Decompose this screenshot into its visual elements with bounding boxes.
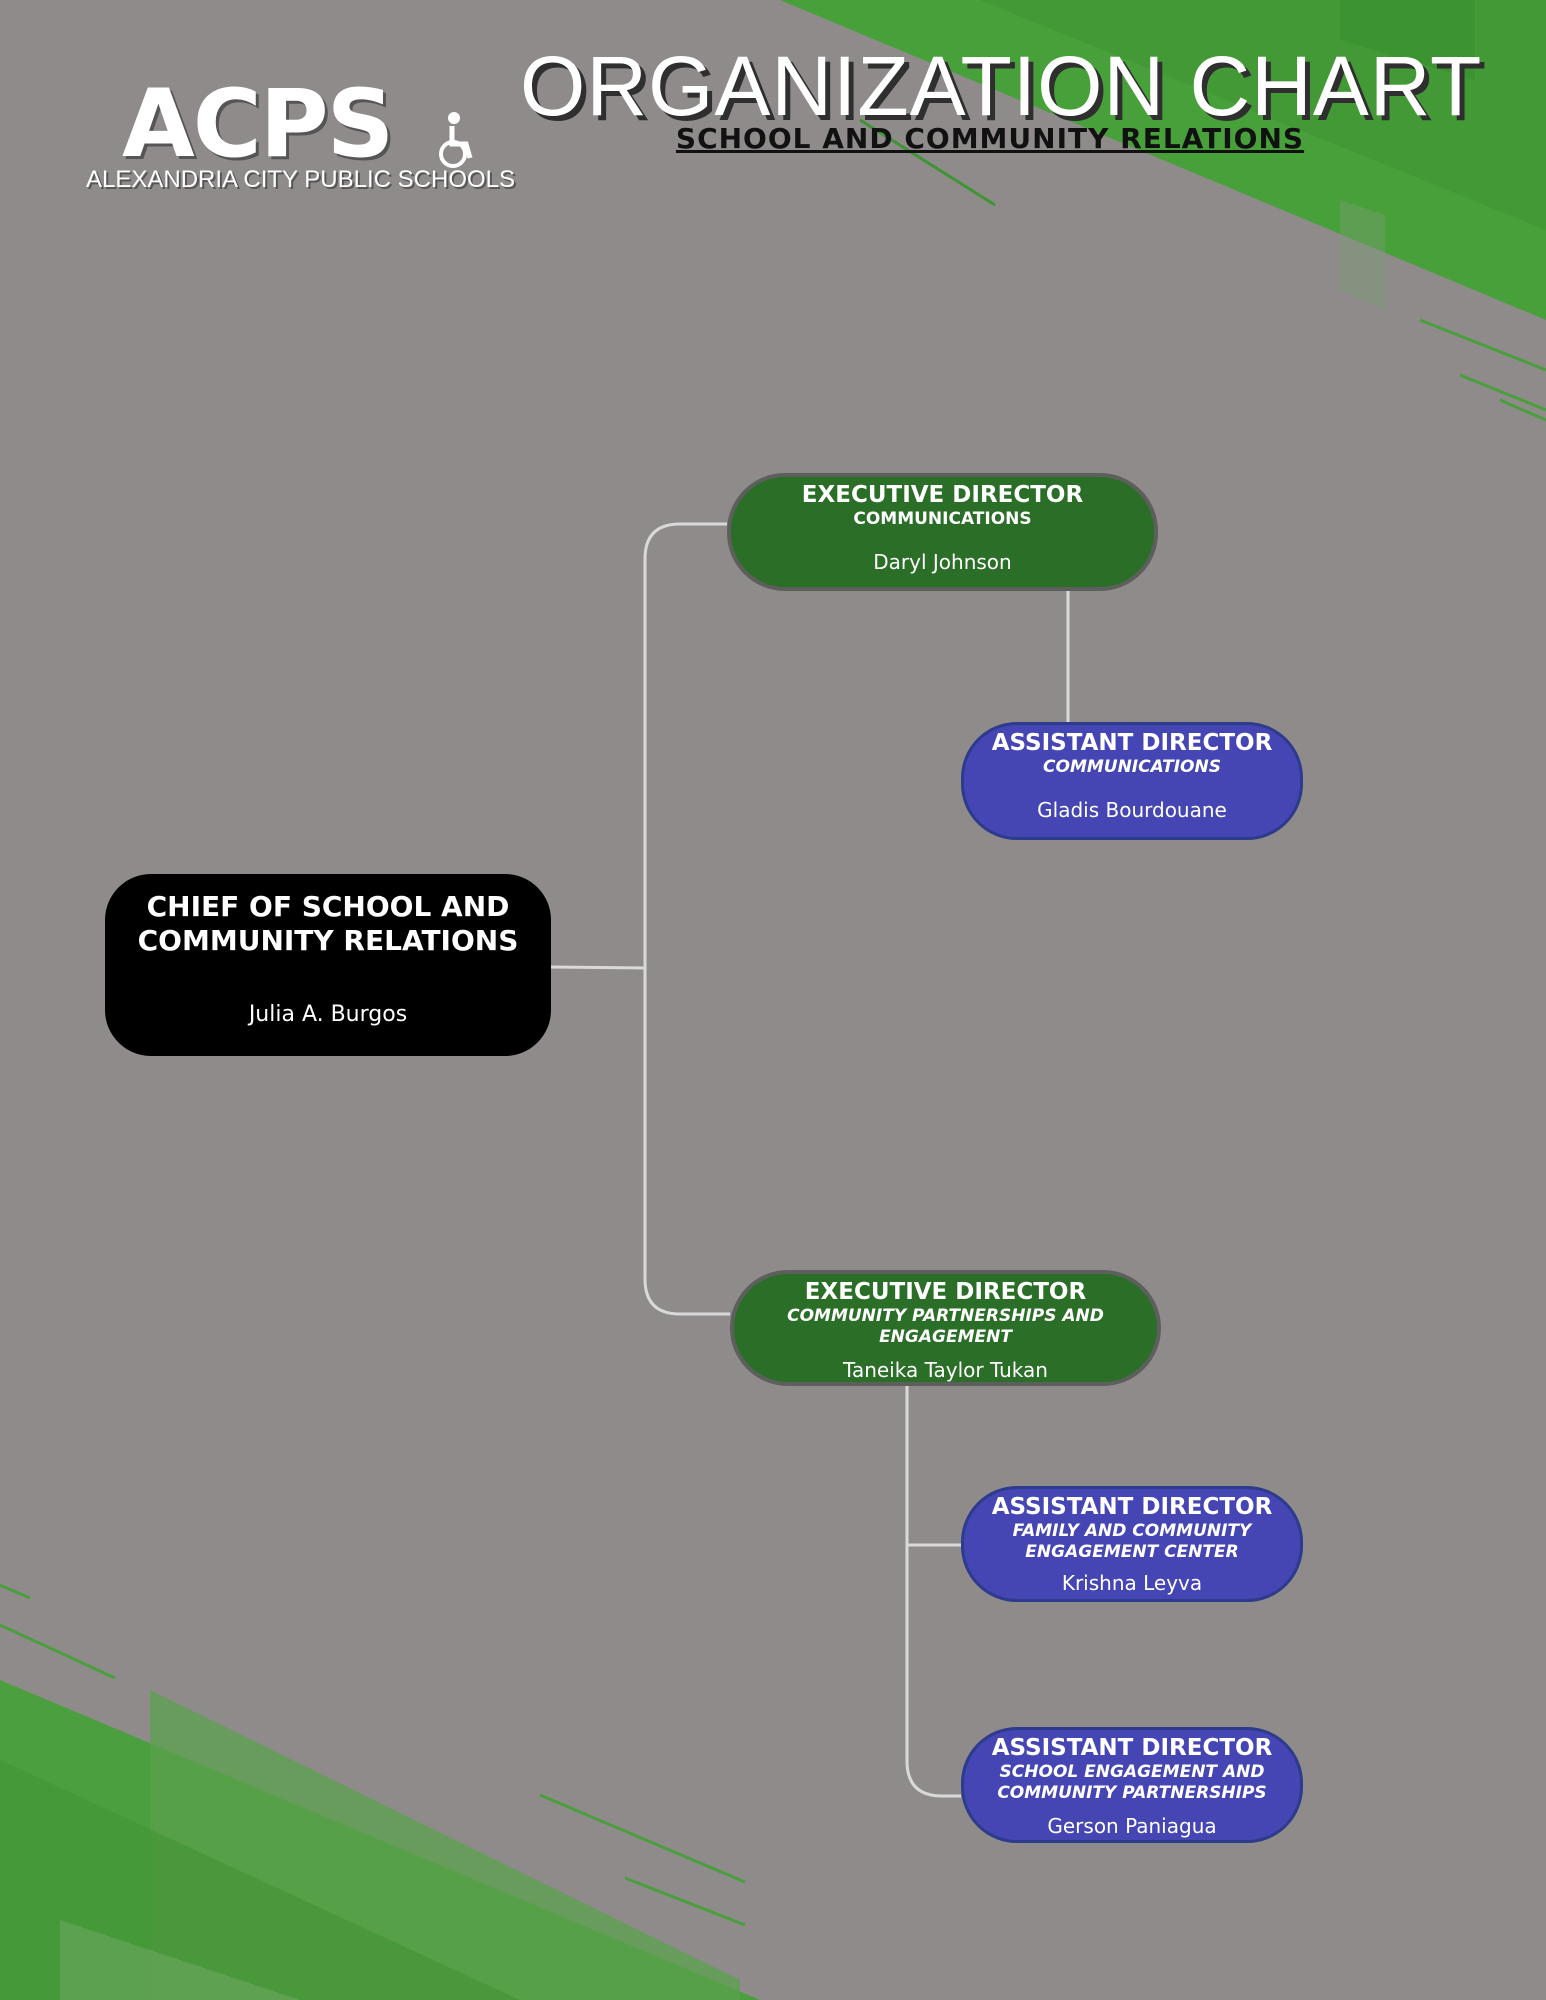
node-exec-partnerships-role: EXECUTIVE DIRECTOR <box>805 1278 1086 1306</box>
node-exec-communications-person: Daryl Johnson <box>873 550 1011 574</box>
connector-chief-to-exec-partnerships <box>645 968 730 1314</box>
node-asst-family-center-person: Krishna Leyva <box>1062 1571 1202 1595</box>
node-exec-partnerships: EXECUTIVE DIRECTOR COMMUNITY PARTNERSHIP… <box>730 1270 1161 1386</box>
node-chief-role: CHIEF OF SCHOOL AND COMMUNITY RELATIONS <box>118 890 538 958</box>
node-asst-school-engagement: ASSISTANT DIRECTOR SCHOOL ENGAGEMENT AND… <box>961 1727 1303 1843</box>
node-asst-communications-role: ASSISTANT DIRECTOR <box>992 729 1273 757</box>
node-asst-communications: ASSISTANT DIRECTOR COMMUNICATIONS Gladis… <box>961 722 1303 840</box>
node-exec-partnerships-dept: COMMUNITY PARTNERSHIPS AND ENGAGEMENT <box>766 1306 1126 1348</box>
node-exec-communications: EXECUTIVE DIRECTOR COMMUNICATIONS Daryl … <box>727 473 1158 591</box>
node-exec-communications-dept: COMMUNICATIONS <box>853 509 1031 530</box>
node-asst-family-center-role: ASSISTANT DIRECTOR <box>992 1493 1273 1521</box>
connector-exec-to-asst-school-engagement <box>907 1545 961 1796</box>
node-asst-family-center: ASSISTANT DIRECTOR FAMILY AND COMMUNITY … <box>961 1486 1303 1602</box>
connector-exec-to-asst-family-center <box>907 1386 961 1545</box>
node-exec-partnerships-person: Taneika Taylor Tukan <box>843 1358 1048 1382</box>
node-chief-person: Julia A. Burgos <box>249 1002 407 1027</box>
node-asst-family-center-dept: FAMILY AND COMMUNITY ENGAGEMENT CENTER <box>987 1521 1277 1563</box>
node-chief: CHIEF OF SCHOOL AND COMMUNITY RELATIONS … <box>105 874 551 1056</box>
node-exec-communications-role: EXECUTIVE DIRECTOR <box>802 481 1083 509</box>
node-asst-school-engagement-role: ASSISTANT DIRECTOR <box>992 1734 1273 1762</box>
connector-chief-to-exec-communications <box>645 524 727 968</box>
node-asst-school-engagement-person: Gerson Paniagua <box>1047 1814 1216 1838</box>
node-asst-school-engagement-dept: SCHOOL ENGAGEMENT AND COMMUNITY PARTNERS… <box>987 1762 1277 1804</box>
node-asst-communications-dept: COMMUNICATIONS <box>987 757 1277 778</box>
node-asst-communications-person: Gladis Bourdouane <box>1037 798 1227 822</box>
connector-chief-trunk <box>551 967 645 968</box>
